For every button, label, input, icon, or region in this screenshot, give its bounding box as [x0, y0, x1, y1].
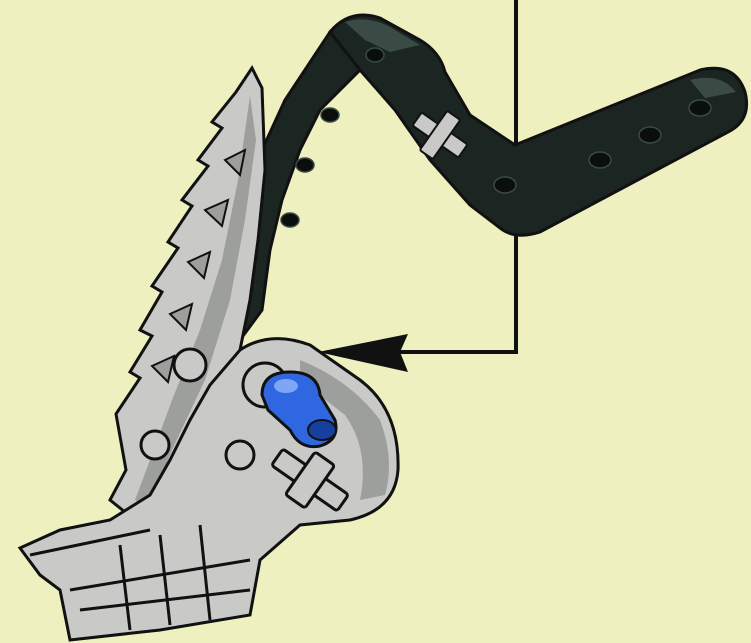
lego-instruction-step: [0, 0, 751, 643]
assembly-illustration: [0, 0, 751, 643]
